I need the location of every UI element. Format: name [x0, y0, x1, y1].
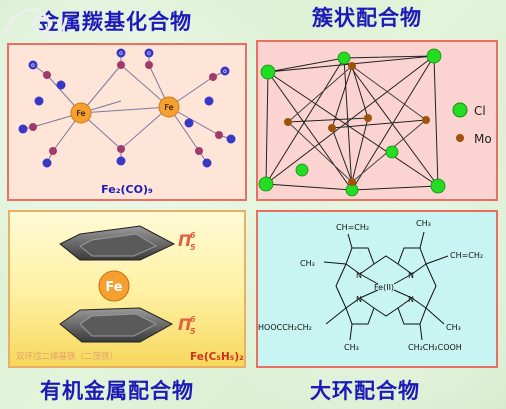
fe-center-label: Fe — [105, 280, 122, 295]
svg-text:N: N — [408, 295, 414, 304]
ferrocene-structure: Fe Π 6 5 Π 6 5 双环戊二烯基铁（二茂铁） Fe(C₅H₅)₂ — [16, 225, 244, 363]
fe2co9-formula: Fe₂(CO)₉ — [101, 183, 153, 196]
legend-mo-label: Mo — [474, 132, 492, 146]
ferrocene-name: 双环戊二烯基铁（二茂铁） — [16, 351, 118, 362]
svg-text:5: 5 — [190, 327, 196, 336]
methyl-1: CH₃ — [416, 219, 431, 228]
fe-atom-1 — [70, 102, 92, 124]
acid-2: CH₂CH₂COOH — [408, 343, 462, 352]
methyl-4: CH₃ — [344, 343, 359, 352]
fe-label-2: Fe — [164, 103, 173, 112]
svg-text:o: o — [147, 50, 151, 57]
svg-text:6: 6 — [190, 231, 196, 240]
title-cluster: 簇状配合物 — [312, 6, 422, 30]
svg-text:o: o — [31, 62, 35, 69]
vinyl-2: CH=CH₂ — [450, 251, 483, 260]
acid-1: HOOCCH₂CH₂ — [258, 323, 312, 332]
vinyl-1: CH=CH₂ — [336, 223, 369, 232]
svg-text:o: o — [223, 68, 227, 75]
fe-center-atom — [98, 270, 130, 302]
svg-text:N: N — [356, 295, 362, 304]
legend-mo-atom — [456, 134, 464, 142]
cluster-panel: Cl Mo — [256, 40, 498, 201]
carbonyl-panel: o o o o Fe Fe Fe₂(CO)₉ — [7, 43, 247, 201]
heme-structure: CH=CH₂ CH₃ CH=CH₂ CH₃ CH₃ HOOCCH₂CH₂ CH₃… — [258, 219, 483, 352]
svg-text:6: 6 — [190, 315, 196, 324]
title-carbonyl: 金属羰基化合物 — [38, 10, 192, 34]
pi-top: Π — [178, 231, 192, 250]
svg-text:N: N — [356, 271, 362, 280]
mo6cl8-cluster: Cl Mo — [258, 48, 492, 197]
fe-atom-2 — [158, 96, 180, 118]
fe2co9-structure: o o o o Fe Fe Fe₂(CO)₉ — [18, 48, 236, 196]
fe-ii-center: Fe(II) — [374, 283, 394, 292]
legend-cl-atom — [452, 102, 468, 118]
svg-text:N: N — [408, 271, 414, 280]
ferrocene-formula: Fe(C₅H₅)₂ — [190, 351, 244, 363]
decorative-swirl — [3, 8, 68, 38]
methyl-2: CH₃ — [300, 259, 315, 268]
fe-label-1: Fe — [76, 109, 85, 118]
title-organometallic: 有机金属配合物 — [40, 379, 194, 403]
title-macrocycle: 大环配合物 — [310, 379, 420, 403]
ferrocene-panel: Fe Π 6 5 Π 6 5 双环戊二烯基铁（二茂铁） Fe(C₅H₅)₂ — [8, 210, 246, 368]
macrocycle-panel: CH=CH₂ CH₃ CH=CH₂ CH₃ CH₃ HOOCCH₂CH₂ CH₃… — [256, 210, 498, 368]
methyl-3: CH₃ — [446, 323, 461, 332]
pi-bottom: Π — [178, 315, 192, 334]
legend-cl-label: Cl — [474, 104, 486, 118]
svg-text:5: 5 — [190, 243, 196, 252]
svg-text:o: o — [119, 50, 123, 57]
